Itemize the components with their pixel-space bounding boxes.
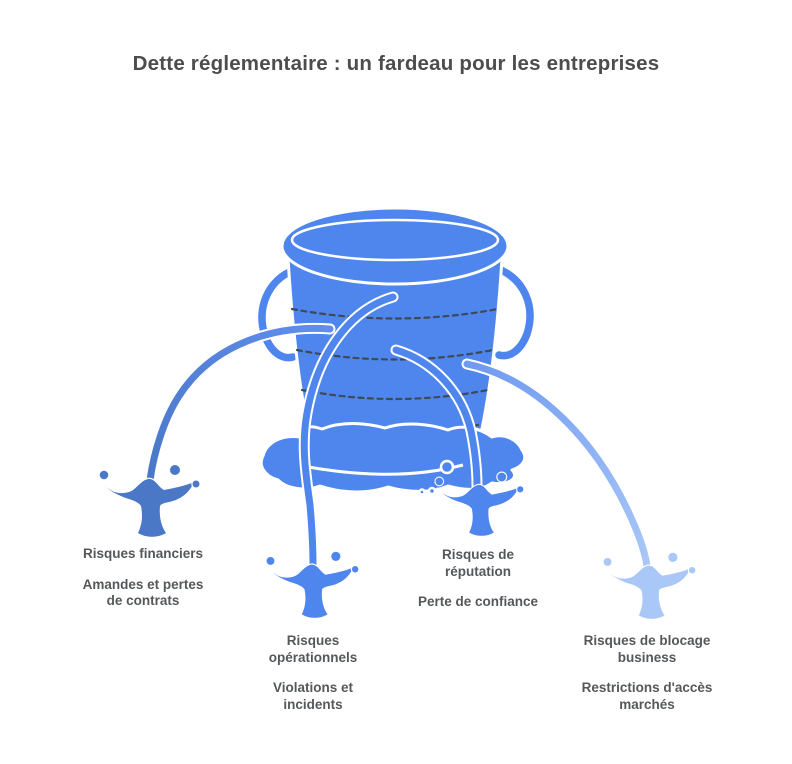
risk-label-operational: Risques opérationnels Violations et inci… (218, 633, 408, 713)
risk-desc-financial: Amandes et pertes de contrats (82, 576, 204, 609)
bucket-opening (290, 218, 500, 262)
risk-heading-business: Risques de blocage business (583, 633, 711, 665)
risk-desc-reputation: Perte de confiance (417, 594, 539, 609)
air-bubble (439, 459, 455, 475)
bucket-handle-right (489, 261, 537, 363)
risk-heading-financial: Risques financiers (82, 546, 204, 561)
mini-droplets (418, 486, 437, 496)
risk-heading-reputation: Risques de réputation (441, 547, 515, 579)
risk-label-business: Risques de blocage business Restrictions… (552, 633, 742, 713)
risk-desc-operational: Violations et incidents (272, 680, 354, 712)
page-title: Dette réglementaire : un fardeau pour le… (132, 52, 660, 75)
puddle (259, 422, 527, 494)
risk-heading-operational: Risques opérationnels (268, 633, 358, 665)
risk-label-financial: Risques financiers Amandes et pertes de … (48, 546, 238, 610)
risk-label-reputation: Risques de réputation Perte de confiance (383, 547, 573, 611)
risk-desc-business: Restrictions d'accès marchés (581, 680, 713, 712)
